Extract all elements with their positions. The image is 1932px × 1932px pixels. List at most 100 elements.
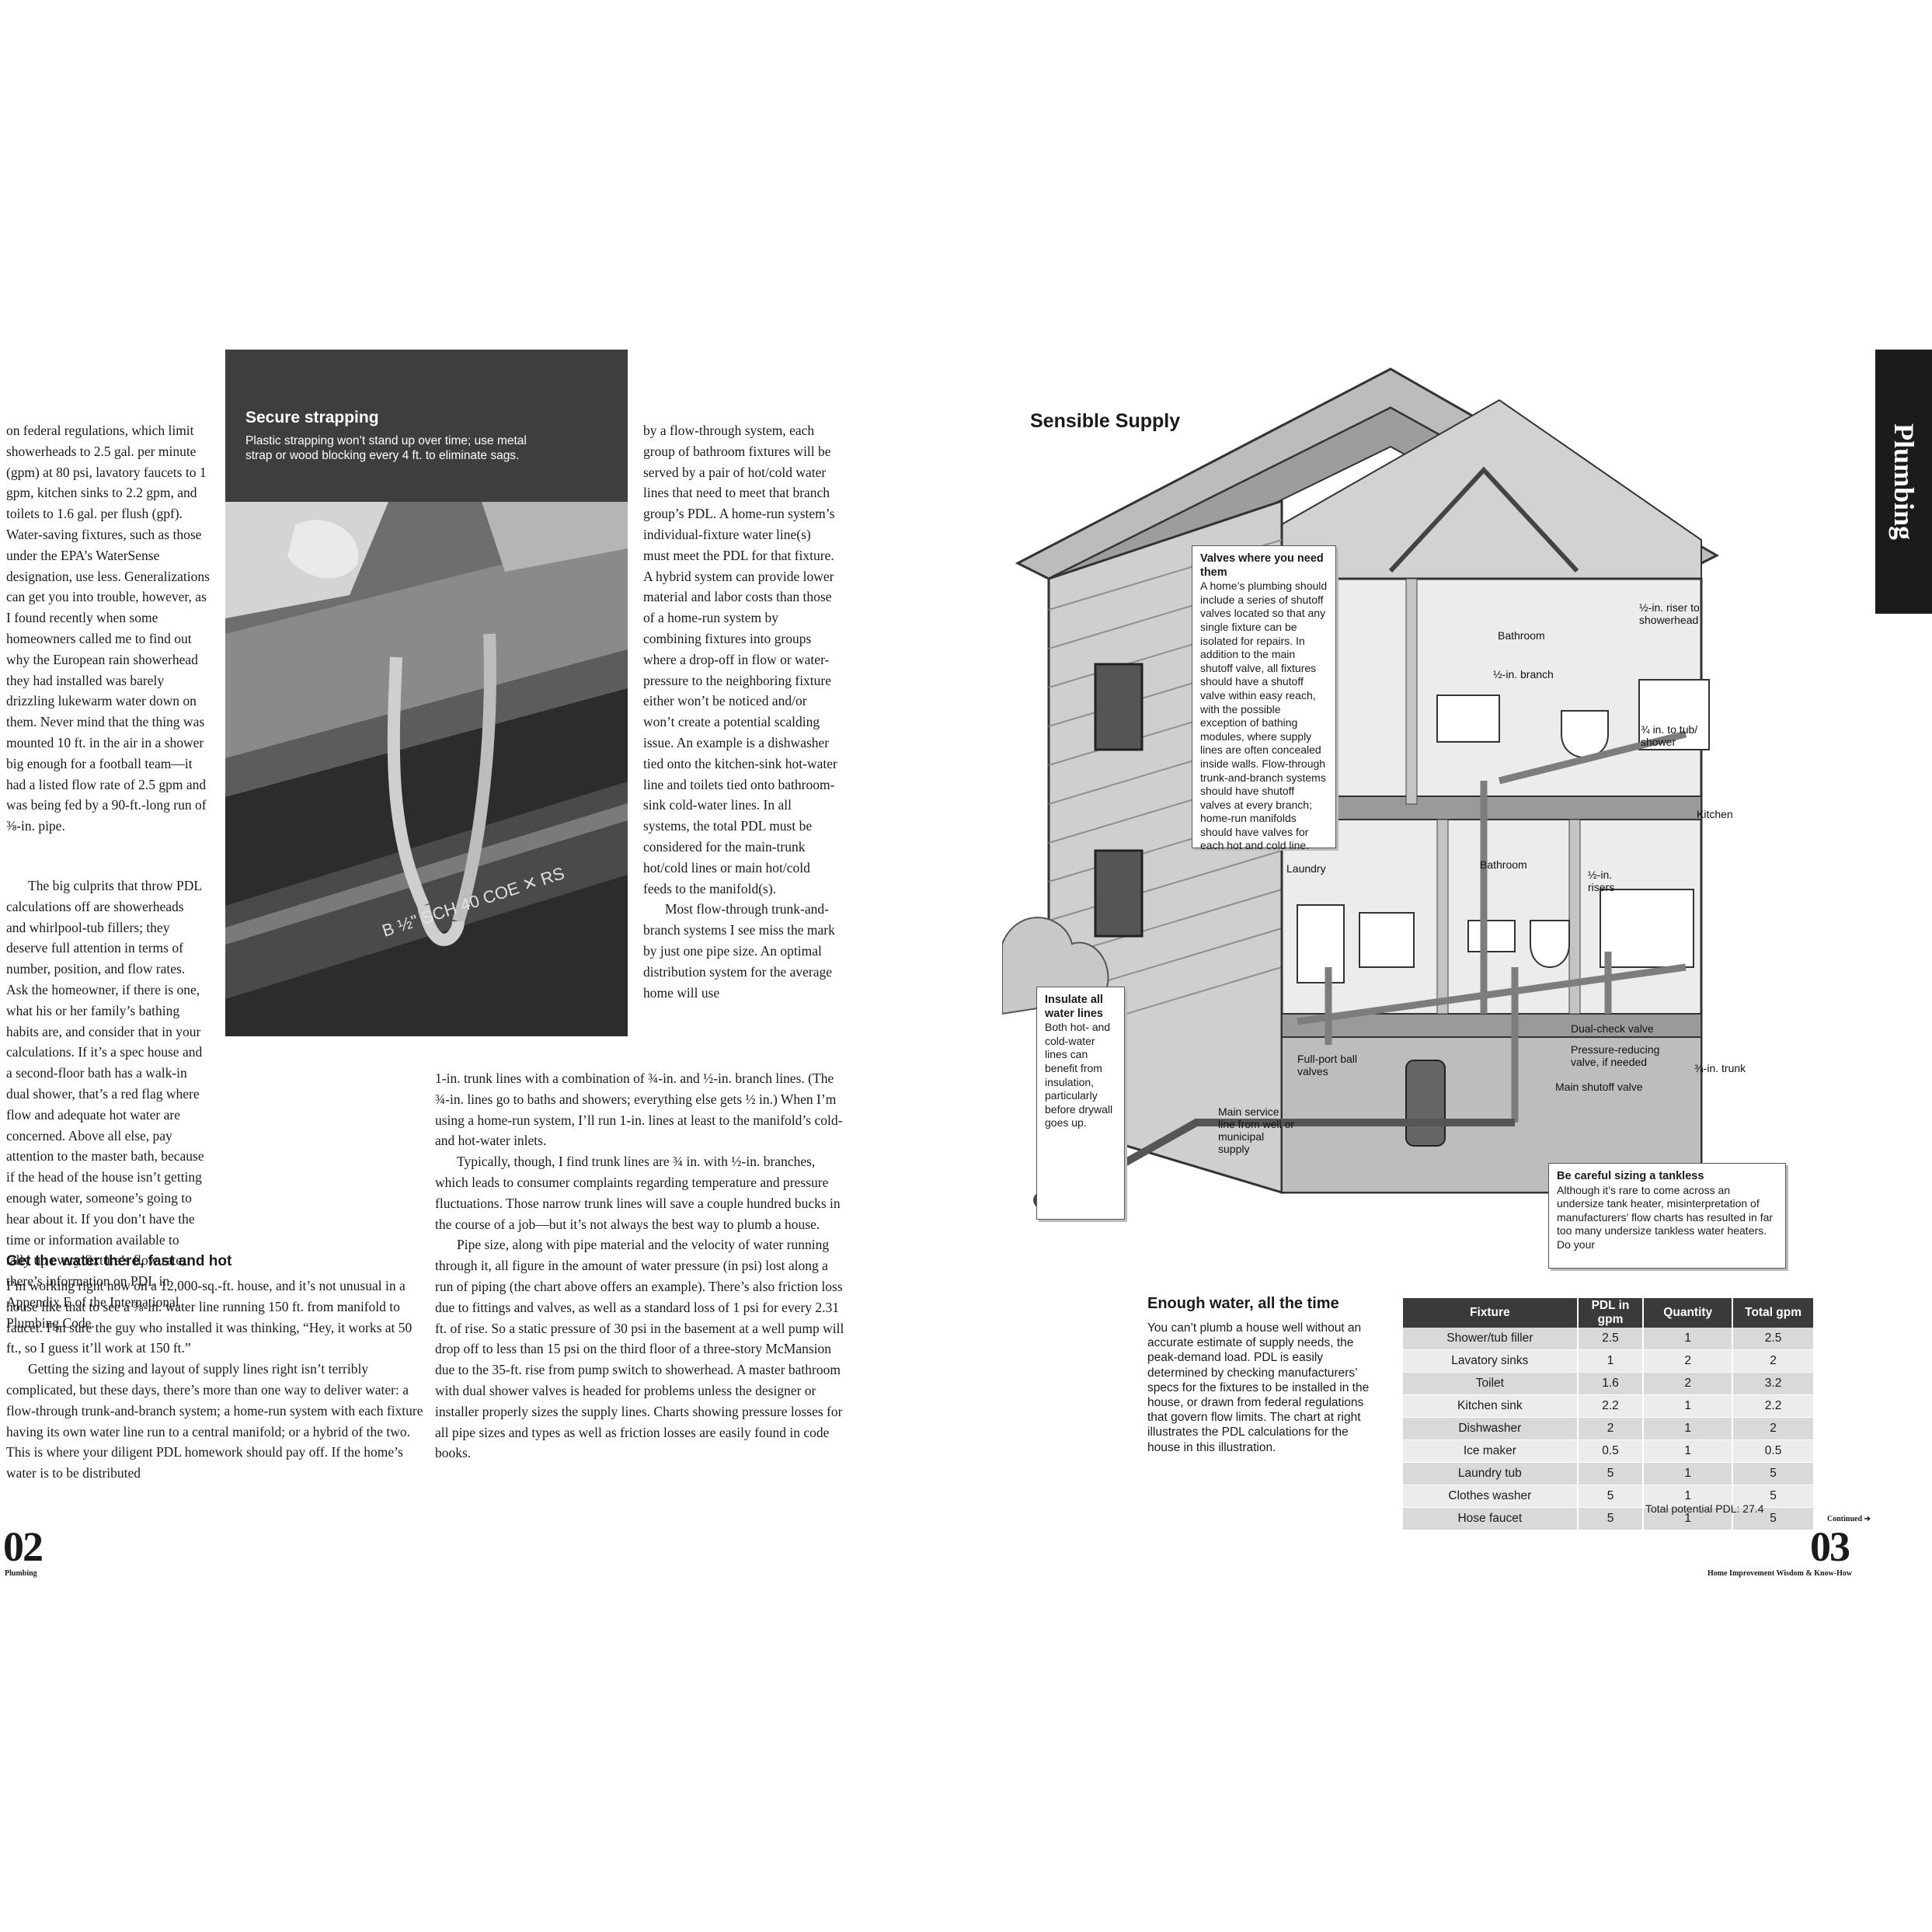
paragraph: Pipe size, along with pipe material and … bbox=[435, 1237, 844, 1461]
table-cell: 2 bbox=[1643, 1349, 1734, 1373]
table-cell: 2 bbox=[1732, 1417, 1815, 1440]
table-cell: 1.6 bbox=[1577, 1372, 1645, 1395]
column-header: Quantity bbox=[1643, 1298, 1734, 1328]
column-header: Fixture bbox=[1403, 1298, 1579, 1328]
table-cell: 1 bbox=[1643, 1417, 1734, 1440]
table-cell: 1 bbox=[1643, 1485, 1734, 1508]
table-cell: 2 bbox=[1643, 1372, 1734, 1395]
section-subhead: Get the water there, fast and hot bbox=[6, 1253, 232, 1269]
house-plumbing-illustration bbox=[1002, 367, 1720, 1211]
label-pressure-reducing: Pressure-reducing valve, if needed bbox=[1571, 1043, 1660, 1068]
table-cell: 1 bbox=[1643, 1328, 1734, 1350]
table-cell: 2.2 bbox=[1732, 1394, 1815, 1418]
table-cell: Toilet bbox=[1403, 1372, 1579, 1395]
table-cell: 1 bbox=[1643, 1462, 1734, 1485]
folio-label-right: Home Improvement Wisdom & Know-How bbox=[1707, 1569, 1853, 1578]
section-tab-label: Plumbing bbox=[1888, 423, 1920, 541]
page-number-right: 03 bbox=[1810, 1523, 1850, 1570]
table-cell: 1 bbox=[1577, 1349, 1645, 1373]
paragraph: 1-in. trunk lines with a combination of … bbox=[435, 1070, 843, 1149]
pdl-table: Fixture PDL in gpm Quantity Total gpm Sh… bbox=[1403, 1298, 1815, 1530]
callout-text: Both hot- and cold-water lines can benef… bbox=[1045, 1021, 1113, 1130]
paragraph: by a flow-through system, each group of … bbox=[643, 423, 837, 896]
column-1-bottom: I’m working right now on a 12,000-sq.-ft… bbox=[6, 1276, 426, 1484]
column-header: Total gpm bbox=[1732, 1298, 1815, 1328]
strapping-photo: B ½" SCH 40 COE ✕ RS bbox=[225, 502, 628, 1036]
table-cell: 2 bbox=[1577, 1417, 1645, 1440]
label-laundry: Laundry bbox=[1286, 862, 1326, 875]
table-cell: 2.5 bbox=[1577, 1328, 1645, 1350]
sidebar-caption: Plastic strapping won’t stand up over ti… bbox=[245, 434, 527, 462]
table-cell: 5 bbox=[1732, 1485, 1815, 1508]
table-cell: Kitchen sink bbox=[1403, 1394, 1579, 1418]
label-main-shutoff: Main shutoff valve bbox=[1555, 1081, 1643, 1093]
label-full-port: Full-port ball valves bbox=[1297, 1053, 1358, 1077]
callout-title: Be careful sizing a tankless bbox=[1557, 1170, 1704, 1182]
paragraph: The big culprits that throw PDL calculat… bbox=[6, 878, 204, 1331]
table-cell: 5 bbox=[1732, 1462, 1815, 1485]
insulate-callout: Insulate all water lines Both hot- and c… bbox=[1036, 987, 1125, 1220]
strapping-photo-illustration: B ½" SCH 40 COE ✕ RS bbox=[225, 502, 628, 1036]
tankless-callout: Be careful sizing a tankless Although it… bbox=[1548, 1163, 1786, 1269]
table-cell: 1 bbox=[1643, 1394, 1734, 1418]
label-main-service: Main service line from well or municipal… bbox=[1218, 1105, 1295, 1155]
valves-callout: Valves where you need them A home’s plum… bbox=[1192, 545, 1336, 852]
table-cell: 5 bbox=[1732, 1507, 1815, 1530]
label-tub-shower: ¾ in. to tub/ shower bbox=[1641, 723, 1698, 748]
paragraph: Most flow-through trunk-and-branch syste… bbox=[643, 901, 835, 1001]
column-header: PDL in gpm bbox=[1577, 1298, 1645, 1328]
table-cell: 5 bbox=[1577, 1507, 1645, 1530]
table-cell: 5 bbox=[1577, 1485, 1645, 1508]
callout-title: Valves where you need them bbox=[1200, 552, 1324, 579]
table-cell: 1 bbox=[1643, 1507, 1734, 1530]
table-cell: Laundry tub bbox=[1403, 1462, 1579, 1485]
column-1-bottom-a: The big culprits that throw PDL calculat… bbox=[6, 875, 210, 1334]
table-cell: 0.5 bbox=[1577, 1439, 1645, 1463]
figure-title: Sensible Supply bbox=[1030, 410, 1181, 432]
paragraph: Getting the sizing and layout of supply … bbox=[6, 1361, 423, 1481]
folio-label-left: Plumbing bbox=[5, 1569, 37, 1578]
paragraph: I’m working right now on a 12,000-sq.-ft… bbox=[6, 1278, 413, 1356]
table-cell: 2 bbox=[1732, 1349, 1815, 1373]
column-1-top: on federal regulations, which limit show… bbox=[6, 420, 210, 837]
table-cell: 1 bbox=[1643, 1439, 1734, 1463]
table-cell: 3.2 bbox=[1732, 1372, 1815, 1395]
column-1-bottom-b bbox=[6, 875, 410, 1077]
table-cell: 2.2 bbox=[1577, 1394, 1645, 1418]
table-header-row: Fixture PDL in gpm Quantity Total gpm bbox=[1403, 1298, 1815, 1328]
page-number-left: 02 bbox=[3, 1523, 44, 1570]
label-risers: ½-in. risers bbox=[1588, 869, 1615, 893]
table-cell: 0.5 bbox=[1732, 1439, 1815, 1463]
table-cell: Dishwasher bbox=[1403, 1417, 1579, 1440]
pdl-section-text: You can’t plumb a house well without an … bbox=[1147, 1321, 1370, 1454]
section-tab: Plumbing bbox=[1875, 350, 1932, 614]
paragraph: on federal regulations, which limit show… bbox=[6, 423, 210, 834]
label-bathroom-down: Bathroom bbox=[1480, 858, 1527, 871]
sidebar-title: Secure strapping bbox=[245, 409, 379, 426]
table-cell: 2.5 bbox=[1732, 1328, 1815, 1350]
table-cell: Lavatory sinks bbox=[1403, 1349, 1579, 1373]
column-2-bottom: 1-in. trunk lines with a combination of … bbox=[435, 1068, 845, 1464]
label-half-branch: ½-in. branch bbox=[1493, 668, 1554, 681]
table-cell: 5 bbox=[1577, 1462, 1645, 1485]
table-cell: Shower/tub filler bbox=[1403, 1328, 1579, 1350]
callout-text: Although it’s rare to come across an und… bbox=[1557, 1183, 1774, 1251]
table-cell: Ice maker bbox=[1403, 1439, 1579, 1463]
callout-text: A home’s plumbing should include a serie… bbox=[1200, 580, 1328, 852]
table-cell: Clothes washer bbox=[1403, 1485, 1579, 1508]
paragraph: Typically, though, I find trunk lines ar… bbox=[435, 1154, 841, 1232]
label-dual-check: Dual-check valve bbox=[1571, 1022, 1654, 1035]
label-kitchen: Kitchen bbox=[1697, 808, 1733, 820]
label-trunk: ¾-in. trunk bbox=[1694, 1062, 1746, 1074]
continued-link[interactable]: Continued ➔ bbox=[1827, 1515, 1871, 1523]
column-2-top: by a flow-through system, each group of … bbox=[643, 420, 839, 1003]
